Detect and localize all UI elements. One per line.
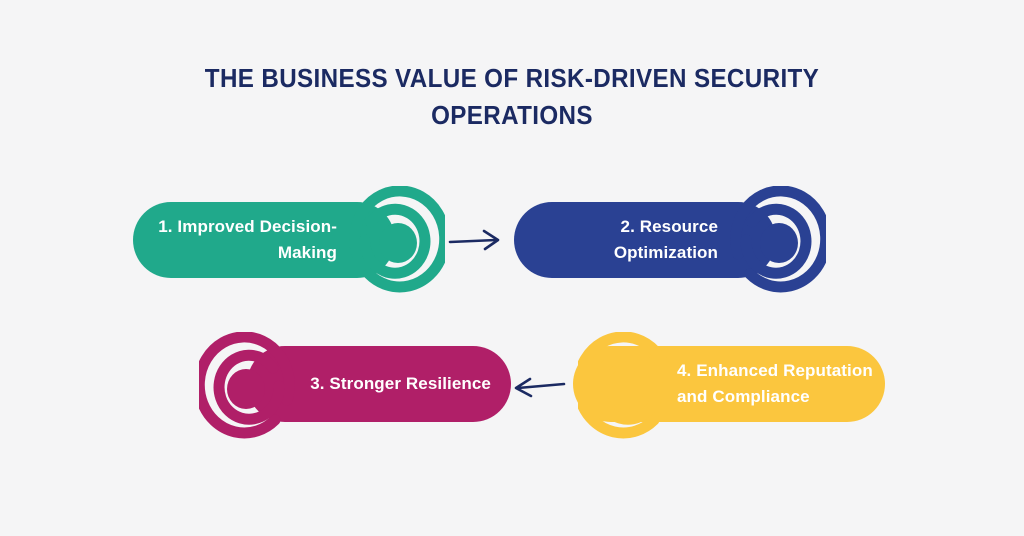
step-4-label: 4. Enhanced Reputation and Compliance [677,361,873,406]
step-3-pill[interactable]: 3. Stronger Resilience [247,346,511,422]
step-2-label: 2. Resource Optimization [613,217,718,262]
step-1-pill[interactable]: 1. Improved Decision- Making [133,202,395,278]
step-1-label: 1. Improved Decision- Making [158,217,337,262]
step-3-label: 3. Stronger Resilience [310,374,491,393]
step-2-pill[interactable]: 2. Resource Optimization [514,202,776,278]
step-4-pill[interactable]: 4. Enhanced Reputation and Compliance [573,346,885,422]
page-title: THE BUSINESS VALUE OF RISK-DRIVEN SECURI… [204,63,820,130]
arrow-step1-to-step2-icon [448,228,506,252]
arrow-step4-to-step3-icon [508,376,566,400]
